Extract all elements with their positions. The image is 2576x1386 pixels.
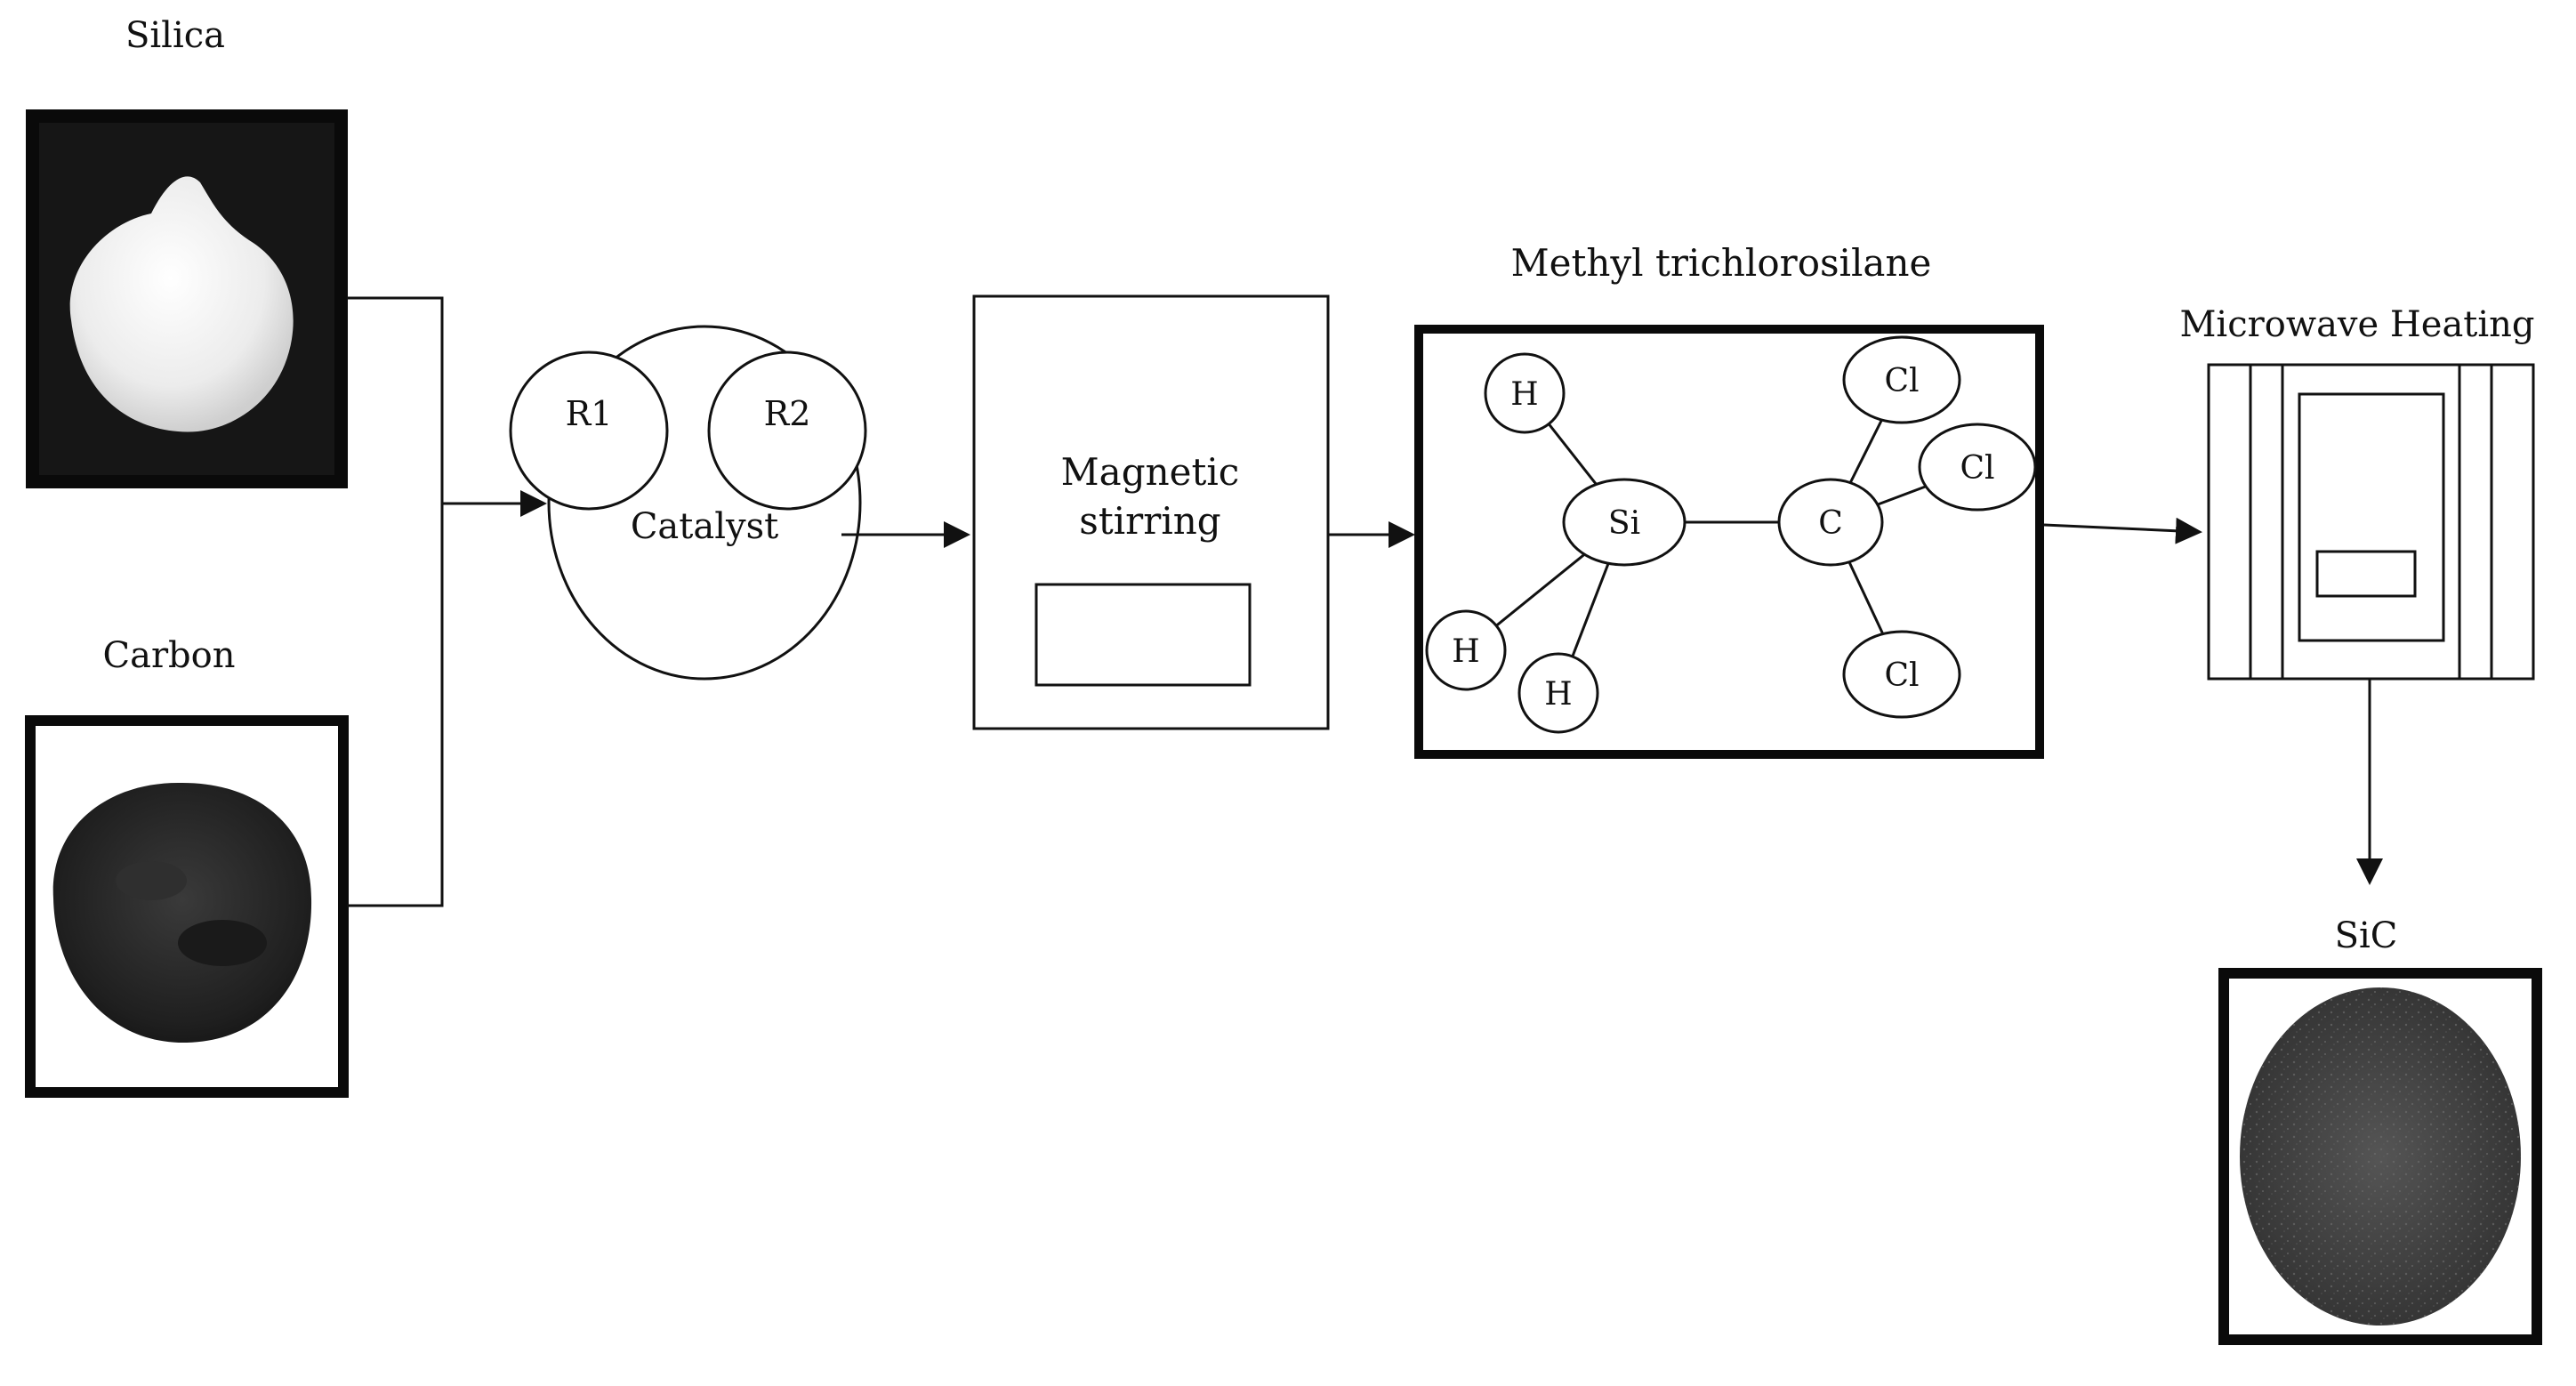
carbon-image — [25, 715, 349, 1098]
cl2-label: Cl — [1960, 450, 1994, 487]
arrow-molecule-to-microwave — [2043, 517, 2202, 544]
h3-label: H — [1544, 676, 1572, 713]
carbon-label: Carbon — [102, 635, 235, 676]
feed-connector — [347, 296, 547, 907]
stirrer-label-line1: Magnetic — [1061, 450, 1240, 494]
c-atom — [1777, 478, 1884, 567]
magnetic-stirrer — [972, 294, 1330, 730]
sic-image — [2218, 968, 2542, 1345]
silica-label: Silica — [125, 15, 225, 56]
silica-image — [26, 109, 348, 488]
cl3-label: Cl — [1884, 657, 1919, 694]
stirrer-plate — [1034, 583, 1252, 687]
cl-atom-3 — [1842, 630, 1961, 719]
h-atom-1 — [1484, 352, 1566, 434]
h1-label: H — [1510, 376, 1538, 413]
sic-label: SiC — [2335, 915, 2398, 956]
molecule-box — [1414, 325, 2044, 759]
stirrer-label-line2: stirring — [1079, 499, 1220, 543]
h2-label: H — [1452, 633, 1479, 670]
r2-circle — [707, 351, 867, 511]
h-atom-3 — [1517, 652, 1599, 734]
r2-label: R2 — [764, 394, 811, 433]
microwave-title: Microwave Heating — [2179, 304, 2534, 345]
h-atom-2 — [1425, 609, 1507, 691]
cl-atom-2 — [1918, 423, 2037, 512]
cl1-label: Cl — [1884, 363, 1919, 399]
molecule-title: Methyl trichlorosilane — [1511, 241, 1932, 285]
r1-label: R1 — [566, 394, 613, 433]
c-label: C — [1818, 505, 1843, 542]
si-label: Si — [1608, 505, 1640, 542]
si-atom — [1562, 478, 1686, 567]
catalyst-assembly — [509, 325, 867, 681]
catalyst-label: Catalyst — [631, 506, 778, 547]
microwave-oven — [2207, 363, 2535, 681]
cl-atom-1 — [1842, 335, 1961, 424]
r1-circle — [509, 351, 669, 511]
